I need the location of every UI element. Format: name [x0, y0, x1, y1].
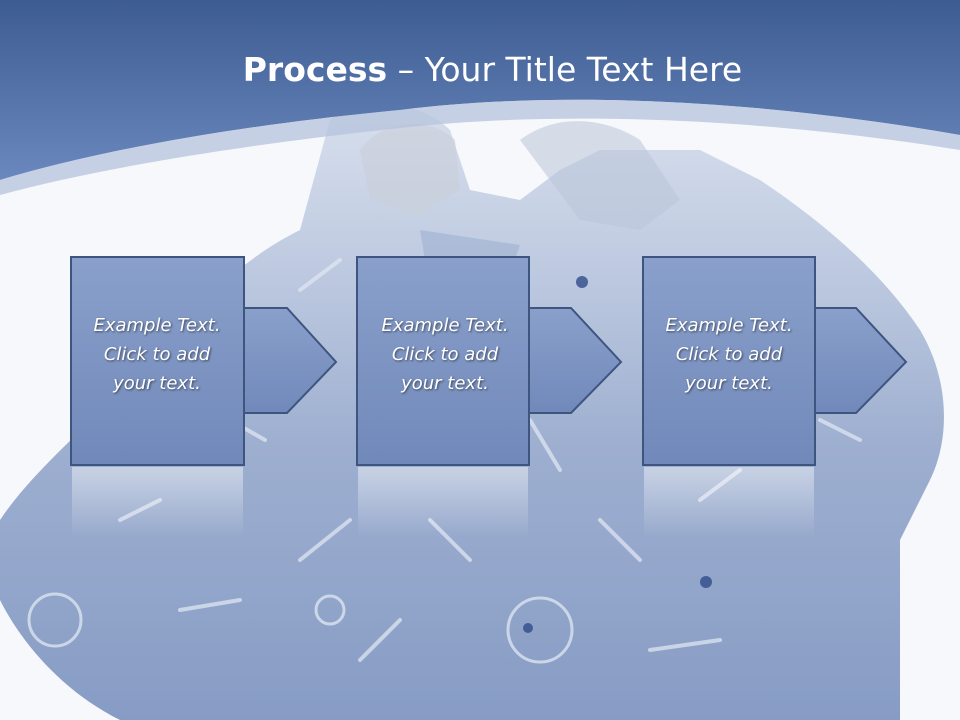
step-3-text[interactable]: Example Text. Click to add your text. — [644, 311, 814, 398]
slide-title-bold: Process — [242, 50, 388, 89]
step-3-box — [642, 256, 816, 466]
header-band — [0, 0, 960, 195]
step-2-line-2: Click to add — [391, 344, 499, 365]
step-2-box — [356, 256, 530, 466]
process-step-2[interactable] — [356, 256, 623, 537]
step-1-line-1: Example Text. — [93, 315, 221, 336]
step-2-line-3: your text. — [401, 373, 489, 394]
step-3-line-3: your text. — [685, 373, 773, 394]
step-2-line-1: Example Text. — [381, 315, 509, 336]
slide-title[interactable]: Process – Your Title Text Here — [0, 50, 960, 89]
step-1-line-3: your text. — [113, 373, 201, 394]
step-3-line-2: Click to add — [675, 344, 783, 365]
process-diagram — [70, 256, 908, 537]
step-3-line-1: Example Text. — [665, 315, 793, 336]
step-1-box — [70, 256, 245, 466]
step-1-line-2: Click to add — [103, 344, 211, 365]
process-step-1[interactable] — [70, 256, 338, 537]
slide-title-rest: – Your Title Text Here — [387, 50, 743, 89]
step-2-text[interactable]: Example Text. Click to add your text. — [360, 311, 530, 398]
step-1-text[interactable]: Example Text. Click to add your text. — [72, 311, 242, 398]
process-step-3[interactable] — [642, 256, 908, 537]
